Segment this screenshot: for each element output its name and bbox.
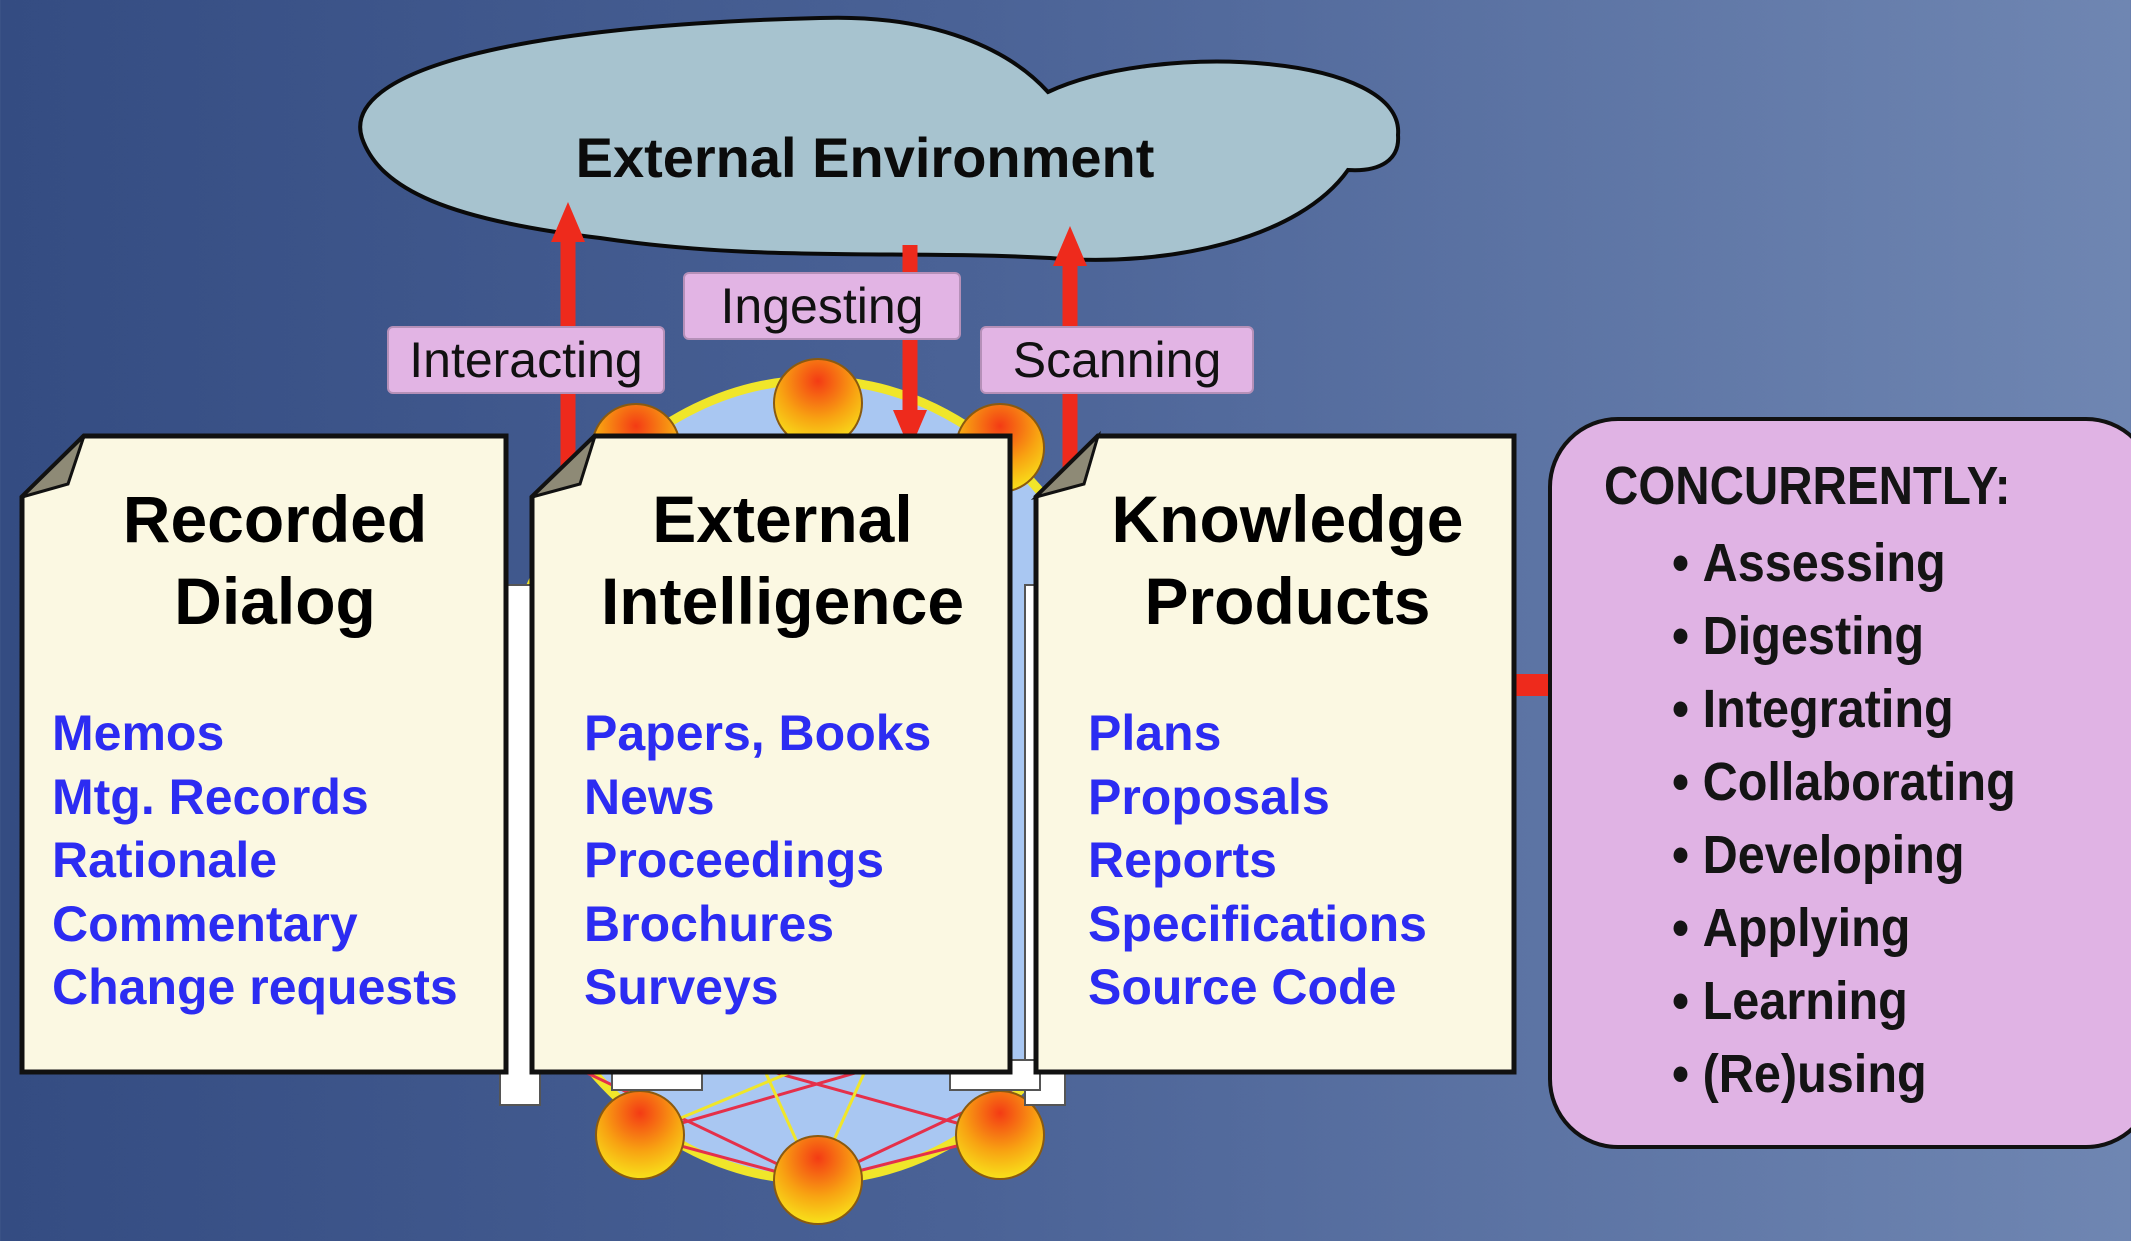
external-intelligence-list: Papers, Books News Proceedings Brochures…: [584, 702, 931, 1020]
list-item: •Developing: [1672, 819, 2016, 892]
bullet: •: [1672, 606, 1690, 666]
network-node: [595, 1090, 685, 1180]
external-environment-cloud: [358, 15, 1401, 262]
arrow-head-down: [893, 410, 927, 450]
concurrently-title: CONCURRENTLY:: [1604, 456, 2011, 516]
recorded-dialog-title: Recorded Dialog: [122, 482, 428, 638]
list-item[interactable]: Rationale: [52, 832, 278, 888]
bullet: •: [1672, 1044, 1690, 1104]
list-item[interactable]: Surveys: [584, 959, 779, 1015]
page-fold: [530, 434, 597, 499]
concurrently-list: •Assessing •Digesting •Integrating •Coll…: [1672, 527, 2016, 1111]
list-item: •Applying: [1672, 892, 2016, 965]
list-item[interactable]: Change requests: [52, 959, 458, 1015]
page-fold: [20, 434, 86, 499]
ingesting-label: Ingesting: [683, 272, 961, 340]
list-item[interactable]: Memos: [52, 705, 225, 761]
bullet: •: [1672, 752, 1690, 812]
environment-title: External Environment: [575, 126, 1155, 189]
list-item[interactable]: News: [584, 768, 715, 825]
recorded-dialog-list: Memos Mtg. Records Rationale Commentary …: [52, 702, 458, 1020]
bullet: •: [1672, 971, 1690, 1031]
list-item[interactable]: Proceedings: [584, 832, 885, 888]
scanning-label: Scanning: [980, 326, 1254, 394]
list-item[interactable]: Brochures: [584, 895, 835, 952]
list-item[interactable]: Commentary: [52, 895, 358, 952]
concurrently-panel: [1548, 417, 2131, 1149]
bullet: •: [1672, 898, 1690, 958]
list-item: •Collaborating: [1672, 746, 2016, 819]
page-fold: [1030, 430, 1102, 500]
arrow-head-up: [551, 202, 585, 242]
list-item[interactable]: Source Code: [1088, 959, 1397, 1015]
knowledge-products-title: Knowledge Products: [1111, 482, 1464, 638]
arrow-head-up: [1053, 226, 1087, 266]
list-item[interactable]: Reports: [1088, 832, 1277, 888]
list-item: •Digesting: [1672, 600, 2016, 673]
external-intelligence-title: External Intelligence: [600, 482, 965, 638]
list-item[interactable]: Papers, Books: [584, 705, 932, 761]
list-item: •(Re)using: [1672, 1038, 2016, 1111]
list-item[interactable]: Proposals: [1088, 768, 1330, 825]
list-item: •Learning: [1672, 965, 2016, 1038]
list-item[interactable]: Plans: [1088, 705, 1222, 761]
connector-stub: [1514, 674, 1548, 696]
list-item: •Assessing: [1672, 527, 2016, 600]
bullet: •: [1672, 679, 1690, 739]
document-shapes: [19, 430, 1517, 1075]
list-item: •Integrating: [1672, 673, 2016, 746]
knowledge-products-list: Plans Proposals Reports Specifications S…: [1088, 702, 1427, 1020]
bullet: •: [1672, 533, 1690, 593]
bullet: •: [1672, 825, 1690, 885]
network-node: [773, 1135, 863, 1225]
interacting-label: Interacting: [387, 326, 665, 394]
list-item[interactable]: Specifications: [1088, 895, 1427, 952]
list-item[interactable]: Mtg. Records: [52, 768, 369, 825]
